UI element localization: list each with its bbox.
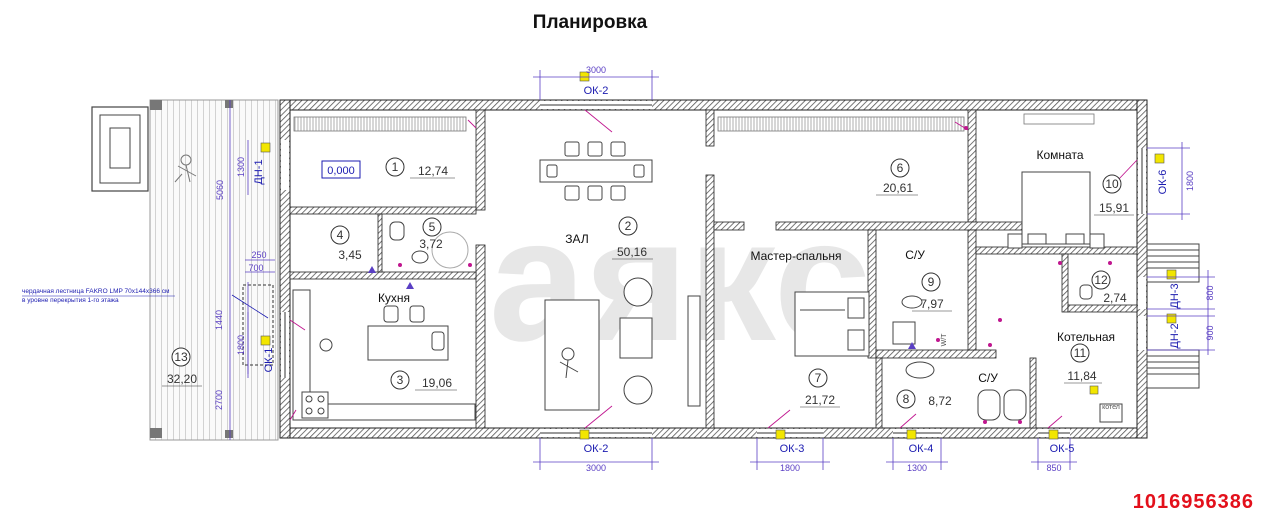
dim-left-250: 250: [251, 250, 266, 260]
door-label-right-3: ДН-3: [1169, 283, 1181, 308]
room-number: 11: [1074, 346, 1087, 360]
dim-left-1800: 1800: [236, 335, 246, 355]
attic-note-1: чердачная лестница FAKRO LMP 70x144x366 …: [22, 288, 170, 295]
room-area: 19,06: [422, 376, 452, 390]
dimension-lines: [229, 70, 1215, 470]
window-label-bottom-2: ОК-3: [780, 443, 805, 455]
room-area: 2,74: [1103, 291, 1127, 305]
boiler-label: котел: [1102, 404, 1120, 411]
room-number: 10: [1105, 177, 1119, 191]
dim-left-1440: 1440: [214, 310, 224, 330]
room-area: 21,72: [805, 393, 835, 407]
dim-bottom-window-2: 1800: [780, 463, 800, 473]
dining-table: [539, 141, 653, 201]
dim-bottom-window-4: 850: [1046, 463, 1061, 473]
room-name: ЗАЛ: [565, 232, 588, 246]
attic-note-2: в уровне перекрытия 1-го этажа: [22, 297, 119, 304]
window-label-bottom-3: ОК-4: [909, 443, 934, 455]
room-name: С/У: [978, 371, 998, 385]
purple-markers: [368, 266, 916, 349]
room-area: 3,72: [419, 237, 443, 251]
page-title: Планировка: [532, 12, 648, 33]
dim-left-700: 700: [248, 263, 263, 273]
window-markers: [260, 71, 1177, 440]
wc-label: W/T: [941, 333, 948, 347]
room-number: 7: [815, 371, 822, 385]
room-number: 8: [903, 392, 910, 406]
bed-master: [794, 291, 870, 357]
room-name: Мастер-спальня: [750, 249, 841, 263]
room-area: 50,16: [617, 245, 647, 259]
window-label-right: ОК-6: [1157, 170, 1169, 195]
dim-left-5060: 5060: [215, 180, 225, 200]
room-area: 8,72: [928, 394, 952, 408]
room-area: 20,61: [883, 181, 913, 195]
door-label-left: ДН-1: [253, 159, 265, 184]
radiator: [1023, 113, 1095, 125]
room-name: Кухня: [378, 291, 410, 305]
level-mark: 0,000: [327, 165, 355, 177]
room-number: 4: [337, 228, 344, 242]
door-swings: [289, 109, 1138, 429]
room-labels: 1 12,74 ЗАЛ 2 50,16 Кухня 3 19,06 4 3,45…: [162, 148, 1134, 409]
room-number: 12: [1094, 273, 1108, 287]
dim-top-window: 3000: [586, 65, 606, 75]
room-area: 15,91: [1099, 201, 1129, 215]
door-label-right-2: ДН-2: [1169, 323, 1181, 348]
interior-walls: [289, 109, 1138, 429]
room-area: 12,74: [418, 164, 448, 178]
radiator: [717, 116, 965, 132]
room-area: 3,45: [338, 248, 362, 262]
room-number: 6: [897, 161, 904, 175]
room-number: 5: [429, 220, 436, 234]
room-area: 11,84: [1067, 369, 1096, 383]
room-number: 13: [174, 350, 188, 364]
living-furniture: [544, 277, 701, 411]
room-name: Комната: [1037, 148, 1084, 162]
dim-left-2700: 2700: [214, 390, 224, 410]
bathroom-fixtures: [389, 221, 1123, 423]
outlet-markers: [398, 126, 1112, 424]
window-label-bottom-4: ОК-5: [1050, 443, 1075, 455]
room-name: Котельная: [1057, 330, 1115, 344]
radiator: [293, 116, 467, 132]
dim-right-window: 1800: [1185, 171, 1195, 191]
kitchen-furniture: [292, 289, 476, 421]
room-area: 32,20: [167, 372, 197, 386]
room-number: 2: [625, 219, 632, 233]
terrace: [91, 99, 279, 441]
room-number: 1: [392, 160, 399, 174]
window-label-bottom-1: ОК-2: [584, 443, 609, 455]
room-area: 7,97: [920, 297, 944, 311]
window-label-top: ОК-2: [584, 85, 609, 97]
room-number: 3: [397, 373, 404, 387]
dim-right-door-2: 900: [1205, 325, 1215, 340]
dim-right-door-3: 800: [1205, 285, 1215, 300]
window-label-left: ОК-1: [263, 348, 275, 373]
dim-left-door-1: 1300: [236, 157, 246, 177]
room-number: 9: [928, 275, 935, 289]
dim-bottom-window-1: 3000: [586, 463, 606, 473]
right-steps: [1146, 243, 1200, 389]
room-name: С/У: [905, 248, 925, 262]
listing-id: 1016956386: [1132, 491, 1254, 513]
bed-room-10: [1007, 171, 1105, 249]
dim-bottom-window-3: 1300: [907, 463, 927, 473]
